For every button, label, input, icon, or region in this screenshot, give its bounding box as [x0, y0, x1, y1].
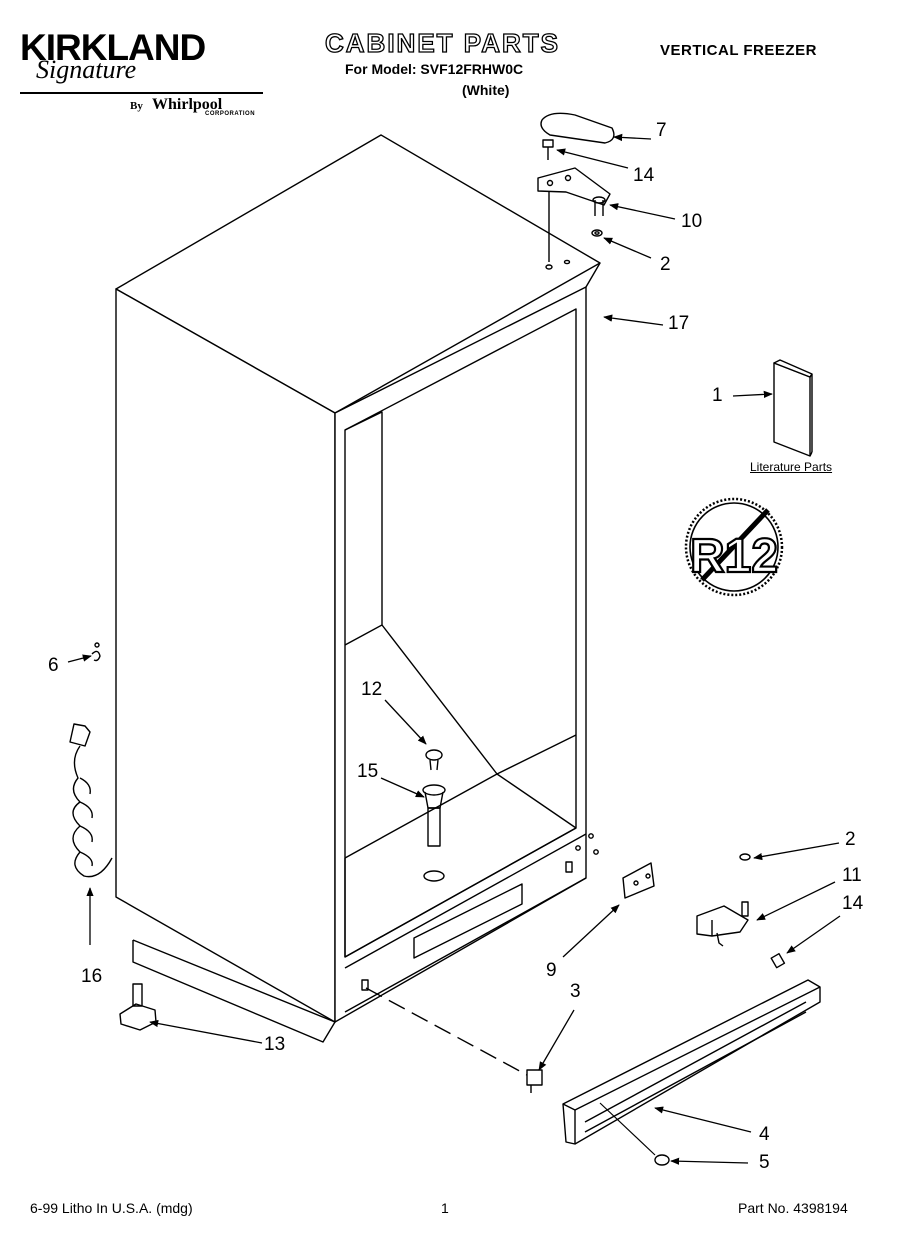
callout-15: 15	[357, 761, 379, 782]
page-title: CABINET PARTS	[324, 27, 560, 58]
callout-9: 9	[546, 960, 557, 981]
literature-booklet	[773, 362, 811, 457]
callout-5: 5	[759, 1152, 770, 1173]
part-number: Part No. 4398194	[738, 1200, 848, 1216]
bottom-hinge	[696, 905, 749, 937]
hinge-cover	[540, 112, 615, 144]
top-hinge	[537, 167, 611, 206]
callout-1: 1	[712, 385, 723, 406]
grille-bracket	[622, 862, 655, 899]
callout-11: 11	[842, 865, 862, 886]
callout-14-top: 14	[633, 165, 655, 186]
callout-12: 12	[361, 679, 383, 700]
brand-signature: Signature	[36, 55, 137, 84]
r12-badge	[684, 497, 784, 597]
callout-3: 3	[570, 981, 581, 1002]
callout-14-bottom: 14	[842, 893, 864, 914]
cabinet-side	[115, 288, 336, 1023]
base-grille	[562, 979, 821, 1145]
literature-parts-label: Literature Parts	[750, 460, 833, 474]
maker-logo: Whirlpool	[152, 96, 223, 113]
footer-litho: 6-99 Litho In U.S.A. (mdg)	[30, 1200, 193, 1216]
product-type: VERTICAL FREEZER	[660, 42, 817, 59]
callout-7: 7	[656, 120, 667, 141]
model-color: (White)	[462, 82, 510, 98]
callout-2-bottom: 2	[845, 829, 856, 850]
maker-sub: CORPORATION	[205, 111, 256, 117]
callout-17: 17	[668, 313, 690, 334]
brand-rule	[20, 92, 263, 94]
callout-16: 16	[81, 966, 103, 987]
cabinet-floor-plate	[132, 939, 336, 1043]
callout-10: 10	[681, 211, 703, 232]
callout-4: 4	[759, 1124, 770, 1145]
power-cord	[69, 723, 91, 747]
by-label: By	[130, 100, 143, 112]
leveling-leg	[119, 1003, 157, 1031]
callout-6: 6	[48, 655, 59, 676]
callout-2-top: 2	[660, 254, 671, 275]
r12-badge-text: R12	[690, 530, 778, 583]
model-number: For Model: SVF12FRHW0C	[345, 61, 524, 77]
cabinet-front	[334, 286, 587, 1023]
callout-13: 13	[264, 1034, 286, 1055]
page-number: 1	[441, 1200, 449, 1216]
brand-logo: KIRKLAND	[20, 27, 206, 68]
